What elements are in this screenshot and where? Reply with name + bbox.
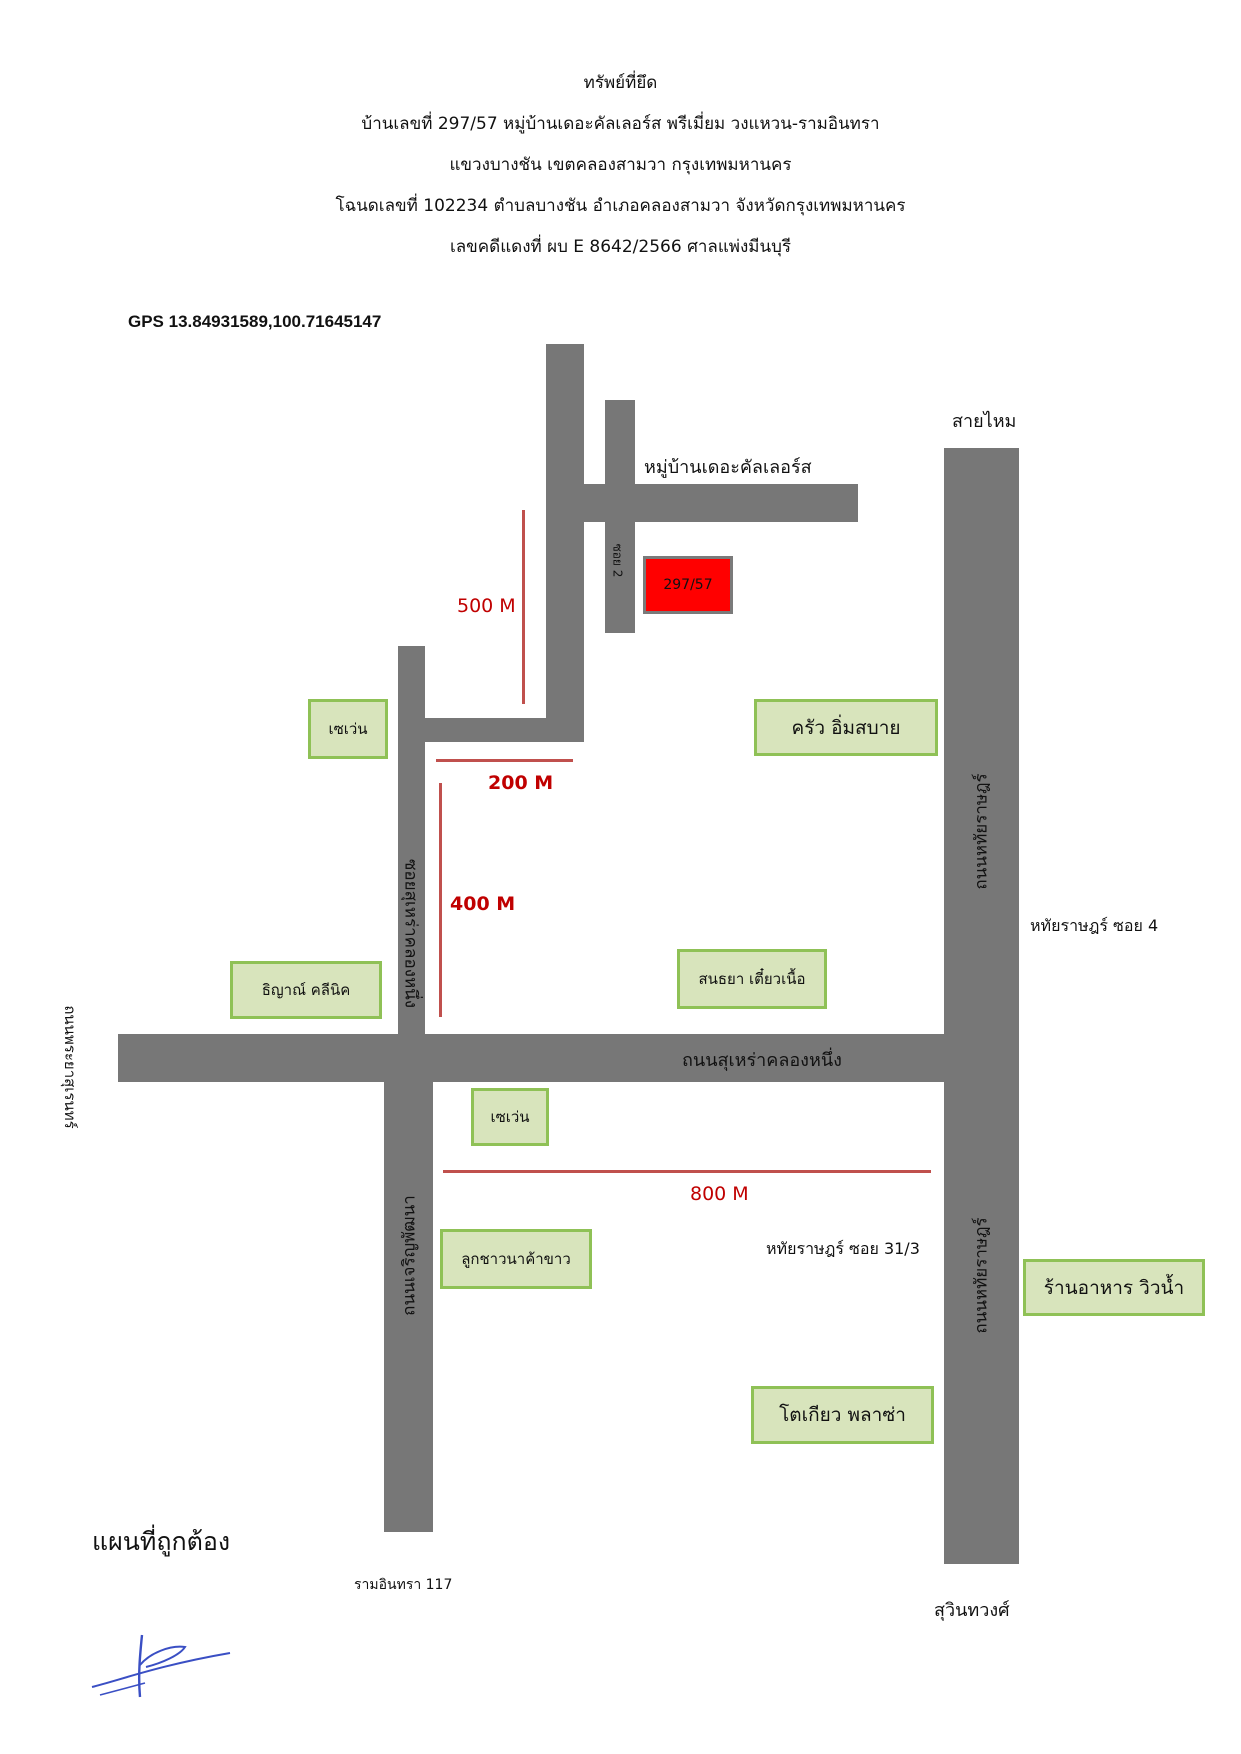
road-soi-2 <box>605 400 635 633</box>
label-village: หมู่บ้านเดอะคัลเลอร์ส <box>644 457 812 478</box>
place-label: ครัว อิ่มสบาย <box>791 716 901 739</box>
road-chareonphatthana <box>384 1082 433 1532</box>
place-krua-imsabai: ครัว อิ่มสบาย <box>754 699 938 756</box>
distance-line-400m <box>439 783 442 1017</box>
distance-400m: 400 M <box>450 893 516 915</box>
road-main-vertical-upper <box>546 344 584 742</box>
map-title: แผนที่ถูกต้อง <box>92 1527 231 1556</box>
header-case: เลขคดีแดงที่ ผบ E 8642/2566 ศาลแพ่งมีนบุ… <box>449 237 792 257</box>
header: ทรัพย์ที่ยึด บ้านเลขที่ 297/57 หมู่บ้านเ… <box>0 74 1241 279</box>
place-label: เซเว่น <box>490 1108 530 1126</box>
place-label: ร้านอาหาร วิวน้ำ <box>1043 1276 1185 1299</box>
road-suhao-khlong-nueng <box>118 1034 946 1082</box>
place-label: เซเว่น <box>328 720 368 738</box>
place-seven-eleven-bottom: เซเว่น <box>471 1088 549 1146</box>
place-label: สนธยา เตี๋ยวเนื้อ <box>698 970 806 988</box>
header-district: แขวงบางชัน เขตคลองสามวา กรุงเทพมหานคร <box>449 155 792 175</box>
label-hathairat-road-lower: ถนนหทัยราษฎร์ <box>971 1217 992 1334</box>
label-chareonphatthana: ถนนเจริญพัฒนา <box>399 1195 420 1316</box>
distance-500m: 500 M <box>457 595 516 617</box>
place-sonthaya-noodles: สนธยา เตี๋ยวเนื้อ <box>677 949 827 1009</box>
target-property-label: 297/57 <box>663 577 713 593</box>
header-address: บ้านเลขที่ 297/57 หมู่บ้านเดอะคัลเลอร์ส … <box>361 114 880 134</box>
place-label: ลูกชาวนาค้าขาว <box>461 1250 571 1268</box>
place-thinyan-clinic: ธิญาณ์ คลีนิค <box>230 961 382 1019</box>
distance-800m: 800 M <box>690 1183 749 1205</box>
label-hathairat-soi-4: หทัยราษฎร์ ซอย 4 <box>1030 916 1159 935</box>
label-soi-2: ซอย 2 <box>610 543 625 578</box>
label-suwinthawong: สุวินทวงศ์ <box>934 1600 1010 1621</box>
label-hathairat-soi-31-3: หทัยราษฎร์ ซอย 31/3 <box>766 1239 920 1258</box>
header-title: ทรัพย์ที่ยึด <box>583 73 658 93</box>
road-soi-suhao <box>398 646 425 1038</box>
label-suhao-road: ถนนสุเหร่าคลองหนึ่ง <box>682 1050 842 1071</box>
place-seven-eleven-top: เซเว่น <box>308 699 388 759</box>
place-tokyo-plaza: โตเกียว พลาซ่า <box>751 1386 934 1444</box>
label-sai-mai: สายไหม <box>952 411 1017 432</box>
distance-line-200m <box>436 759 573 762</box>
label-hathairat-road-upper: ถนนหทัยราษฎร์ <box>971 773 992 890</box>
place-lukchao-nakhakhao: ลูกชาวนาค้าขาว <box>440 1229 592 1289</box>
road-hathairat <box>944 448 1019 1564</box>
distance-line-800m <box>443 1170 931 1173</box>
header-deed: โฉนดเลขที่ 102234 ตำบลบางชัน อำเภอคลองสา… <box>335 196 906 216</box>
road-connector <box>398 718 584 742</box>
place-label: ธิญาณ์ คลีนิค <box>261 981 351 999</box>
target-property: 297/57 <box>643 556 733 614</box>
signature-icon <box>91 1634 231 1698</box>
distance-line-500m <box>522 510 525 704</box>
distance-200m: 200 M <box>488 772 554 794</box>
place-wiwnam-restaurant: ร้านอาหาร วิวน้ำ <box>1023 1259 1205 1316</box>
label-phraya-surenthon: ถนนพระยาสุเรนทร์ <box>61 1005 79 1129</box>
label-soi-suhao: ซอยสุเหร่าคลองหนึ่ง <box>400 858 421 1009</box>
label-ramintra-117: รามอินทรา 117 <box>354 1577 453 1593</box>
place-label: โตเกียว พลาซ่า <box>779 1404 906 1426</box>
gps-coordinates: GPS 13.84931589,100.71645147 <box>128 312 382 331</box>
